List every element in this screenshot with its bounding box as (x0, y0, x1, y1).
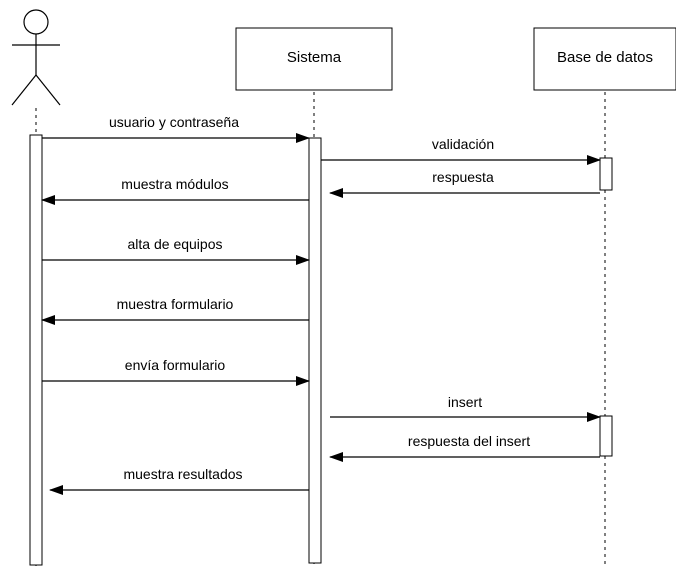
message-label-8: insert (448, 394, 482, 410)
message-label-3: respuesta (432, 169, 494, 185)
participant-base-de-datos: Base de datos (533, 27, 676, 91)
activation-base-de-datos-2 (599, 415, 613, 457)
message-label-1: usuario y contraseña (109, 114, 239, 130)
message-label-4: muestra módulos (121, 176, 228, 192)
message-label-5: alta de equipos (128, 236, 223, 252)
message-label-2: validación (432, 136, 494, 152)
message-label-7: envía formulario (125, 357, 226, 373)
participant-sistema: Sistema (235, 27, 393, 91)
activation-sistema (308, 137, 322, 564)
actor-figure (11, 9, 61, 106)
participant-sistema-label: Sistema (287, 49, 342, 66)
activation-actor (29, 134, 43, 566)
message-label-9: respuesta del insert (408, 433, 530, 449)
activation-base-de-datos-1 (599, 157, 613, 191)
message-label-6: muestra formulario (117, 296, 234, 312)
participant-base-de-datos-label: Base de datos (557, 49, 653, 66)
message-label-10: muestra resultados (123, 466, 242, 482)
